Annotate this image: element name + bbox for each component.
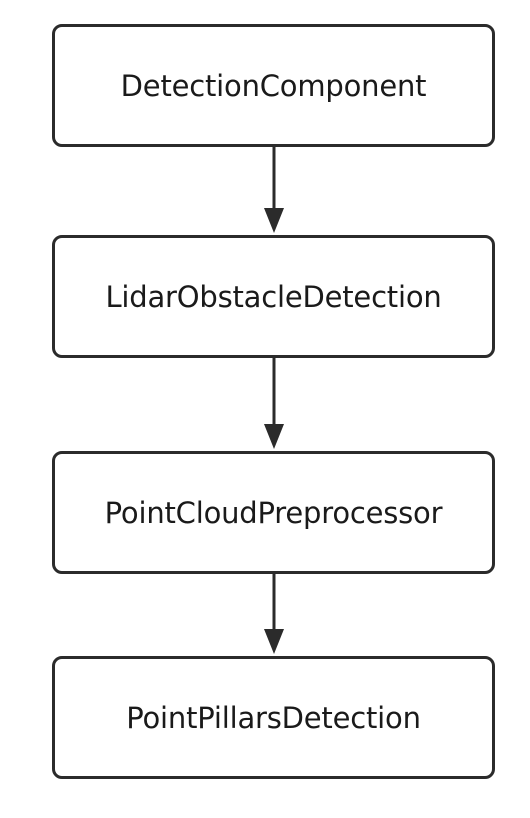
node-detection-component[interactable]: DetectionComponent — [52, 24, 495, 147]
arrow-head — [264, 208, 284, 233]
arrow-head — [264, 629, 284, 654]
node-lidar-obstacle-detection[interactable]: LidarObstacleDetection — [52, 235, 495, 358]
node-label: LidarObstacleDetection — [105, 279, 442, 314]
arrow-head — [264, 424, 284, 449]
node-point-pillars-detection[interactable]: PointPillarsDetection — [52, 656, 495, 779]
arrow-lidar-to-preprocessor — [264, 358, 284, 449]
node-point-cloud-preprocessor[interactable]: PointCloudPreprocessor — [52, 451, 495, 574]
node-label: PointPillarsDetection — [126, 700, 421, 735]
arrow-preprocessor-to-pillars — [264, 574, 284, 654]
node-label: PointCloudPreprocessor — [104, 495, 443, 530]
node-label: DetectionComponent — [120, 68, 427, 103]
arrow-detection-to-lidar — [264, 147, 284, 233]
